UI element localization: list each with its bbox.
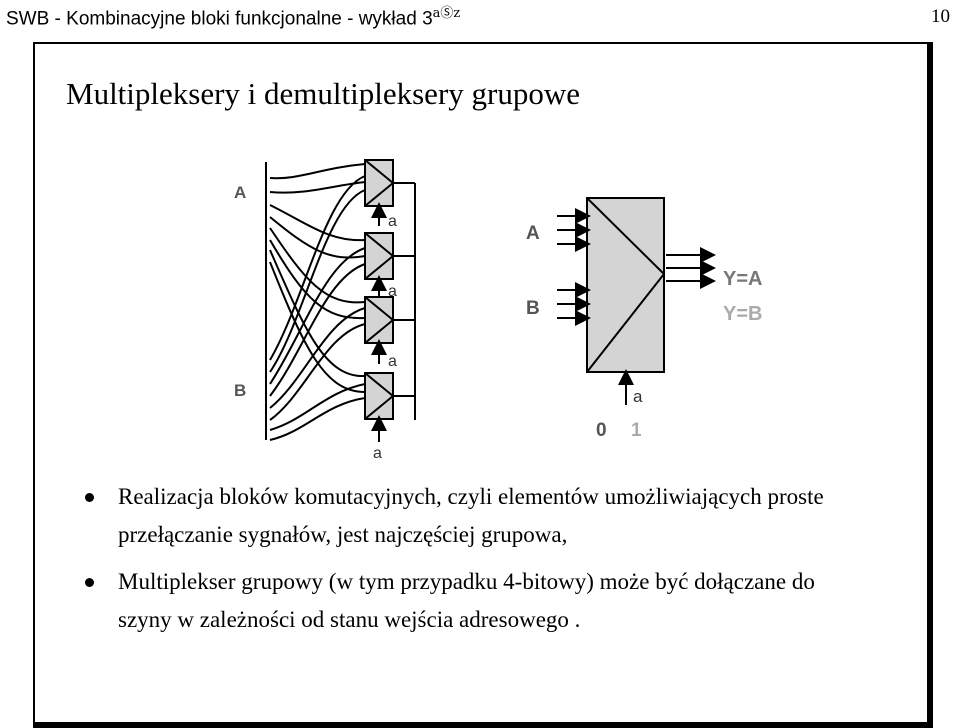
output-y-equals-b-label: Y=B	[723, 303, 762, 325]
left-control-label: a	[388, 213, 397, 230]
left-control-label: a	[388, 353, 397, 370]
switch-block	[364, 232, 395, 280]
left-input-a-label: A	[234, 183, 246, 202]
bullet-dot	[85, 493, 94, 502]
bullet-list: Realizacja bloków komutacyjnych, czyli e…	[82, 478, 862, 648]
bullet-dot	[85, 578, 94, 587]
right-input-a-label: A	[526, 223, 540, 244]
switch-block	[364, 159, 395, 207]
switch-block	[364, 296, 395, 344]
bullet-text: Realizacja bloków komutacyjnych, czyli e…	[118, 484, 824, 547]
switch-block	[364, 372, 395, 420]
left-control-label: a	[388, 283, 397, 300]
right-output-arrows	[666, 247, 716, 289]
slide-title: Multipleksery i demultipleksery grupowe	[66, 76, 580, 111]
slide-frame	[33, 42, 933, 728]
header-title: SWB - Kombinacyjne bloki funkcjonalne - …	[6, 8, 433, 30]
bullet-text: Multiplekser grupowy (w tym przypadku 4-…	[118, 569, 815, 632]
page-number: 10	[931, 6, 950, 27]
control-state-1-label: 1	[631, 420, 642, 441]
bullet-item: Multiplekser grupowy (w tym przypadku 4-…	[82, 563, 862, 639]
control-state-0-label: 0	[596, 420, 607, 441]
bullet-item: Realizacja bloków komutacyjnych, czyli e…	[82, 478, 862, 554]
left-input-b-label: B	[234, 381, 246, 400]
output-y-equals-a-label: Y=A	[723, 268, 762, 290]
left-bus-wires	[265, 162, 416, 441]
right-control-label: a	[633, 387, 643, 406]
left-control-label: a	[373, 445, 382, 462]
header-superscript: aⓈz	[432, 6, 461, 21]
right-input-b-arrows	[557, 282, 591, 326]
right-input-b-label: B	[526, 298, 540, 319]
document-header: SWB - Kombinacyjne bloki funkcjonalne - …	[6, 2, 460, 30]
group-multiplexer-block	[586, 197, 666, 373]
right-input-a-arrows	[557, 208, 591, 252]
